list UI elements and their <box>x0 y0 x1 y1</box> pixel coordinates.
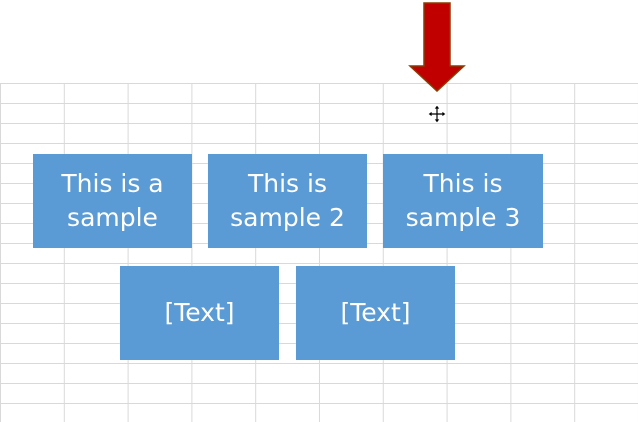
spreadsheet-grid[interactable] <box>0 83 638 422</box>
smartart-shape-4[interactable]: [Text] <box>120 266 279 360</box>
shape-5-text: [Text] <box>340 298 411 327</box>
down-arrow-icon <box>408 2 466 92</box>
smartart-shape-5[interactable]: [Text] <box>296 266 455 360</box>
shape-2-text: This is sample 2 <box>230 169 345 232</box>
smartart-shape-1[interactable]: This is a sample <box>33 154 192 248</box>
smartart-shape-2[interactable]: This is sample 2 <box>208 154 367 248</box>
move-cursor-icon <box>427 104 447 124</box>
shape-1-text: This is a sample <box>61 169 164 232</box>
shape-3-text: This is sample 3 <box>405 169 521 232</box>
smartart-shape-3[interactable]: This is sample 3 <box>383 154 543 248</box>
shape-4-text: [Text] <box>164 298 235 327</box>
